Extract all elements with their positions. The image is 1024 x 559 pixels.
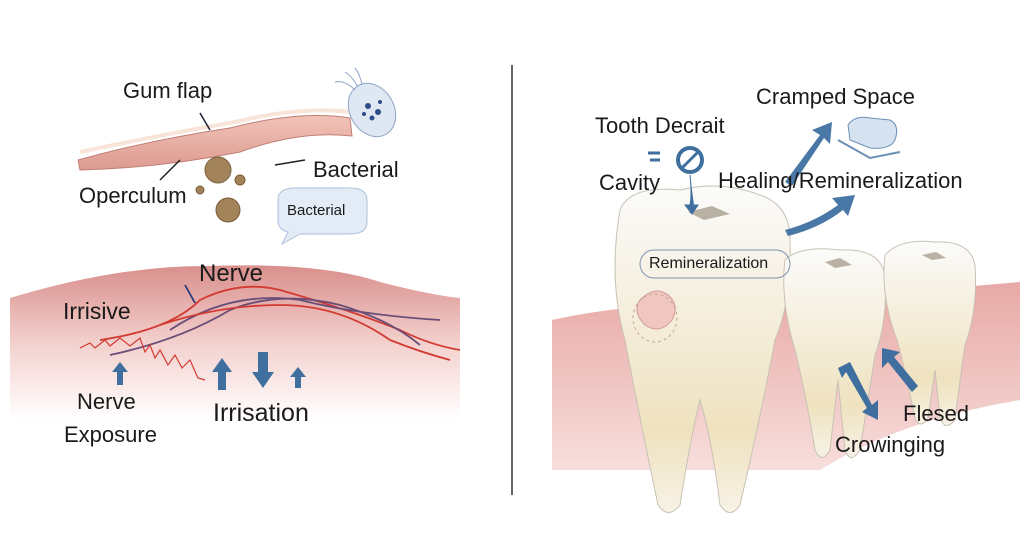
label-nerve: Nerve bbox=[199, 260, 264, 287]
curved-arrow-icon bbox=[785, 195, 855, 236]
nerve-fibers bbox=[79, 284, 461, 381]
cramped-space-icon bbox=[837, 116, 901, 160]
bacteria-particles bbox=[195, 156, 246, 223]
label-flesed: Flesed bbox=[903, 401, 970, 426]
label-cavity: Cavity bbox=[599, 170, 661, 195]
bacterium-icon bbox=[334, 67, 397, 138]
remineralization-pill bbox=[639, 249, 791, 279]
middle-tooth bbox=[783, 248, 887, 458]
label-remineralization: Remineralization bbox=[649, 255, 769, 272]
label-bacterial-bubble: Bacterial bbox=[287, 202, 346, 219]
cavity-spot bbox=[632, 290, 678, 343]
down-arrow-icon bbox=[683, 174, 699, 215]
up-arrow-icon bbox=[785, 122, 832, 186]
speech-bubble bbox=[277, 187, 368, 246]
label-irrisive: Irrisive bbox=[63, 298, 131, 324]
label-bacterial: Bacterial bbox=[313, 157, 399, 182]
label-healing-remineralization: Healing/Remineralization bbox=[718, 168, 963, 193]
label-crowinging: Crowinging bbox=[835, 432, 946, 457]
crowding-arrows bbox=[838, 348, 918, 420]
label-operculum: Operculum bbox=[79, 183, 187, 208]
label-irrisation: Irrisation bbox=[213, 399, 309, 427]
label-cramped-space: Cramped Space bbox=[756, 84, 915, 109]
gum-flap bbox=[77, 108, 353, 171]
gum-flap-pointer bbox=[199, 112, 211, 131]
label-tooth-decrait: Tooth Decrait bbox=[595, 113, 725, 138]
cavity-icon bbox=[648, 146, 704, 174]
label-nerve-exposure-line2: Exposure bbox=[64, 422, 157, 447]
label-gum-flap: Gum flap bbox=[123, 78, 213, 103]
label-nerve-exposure-line1: Nerve bbox=[77, 389, 136, 414]
large-molar bbox=[614, 185, 791, 513]
operculum-pointer bbox=[159, 159, 181, 181]
arrow-icons bbox=[112, 352, 306, 390]
